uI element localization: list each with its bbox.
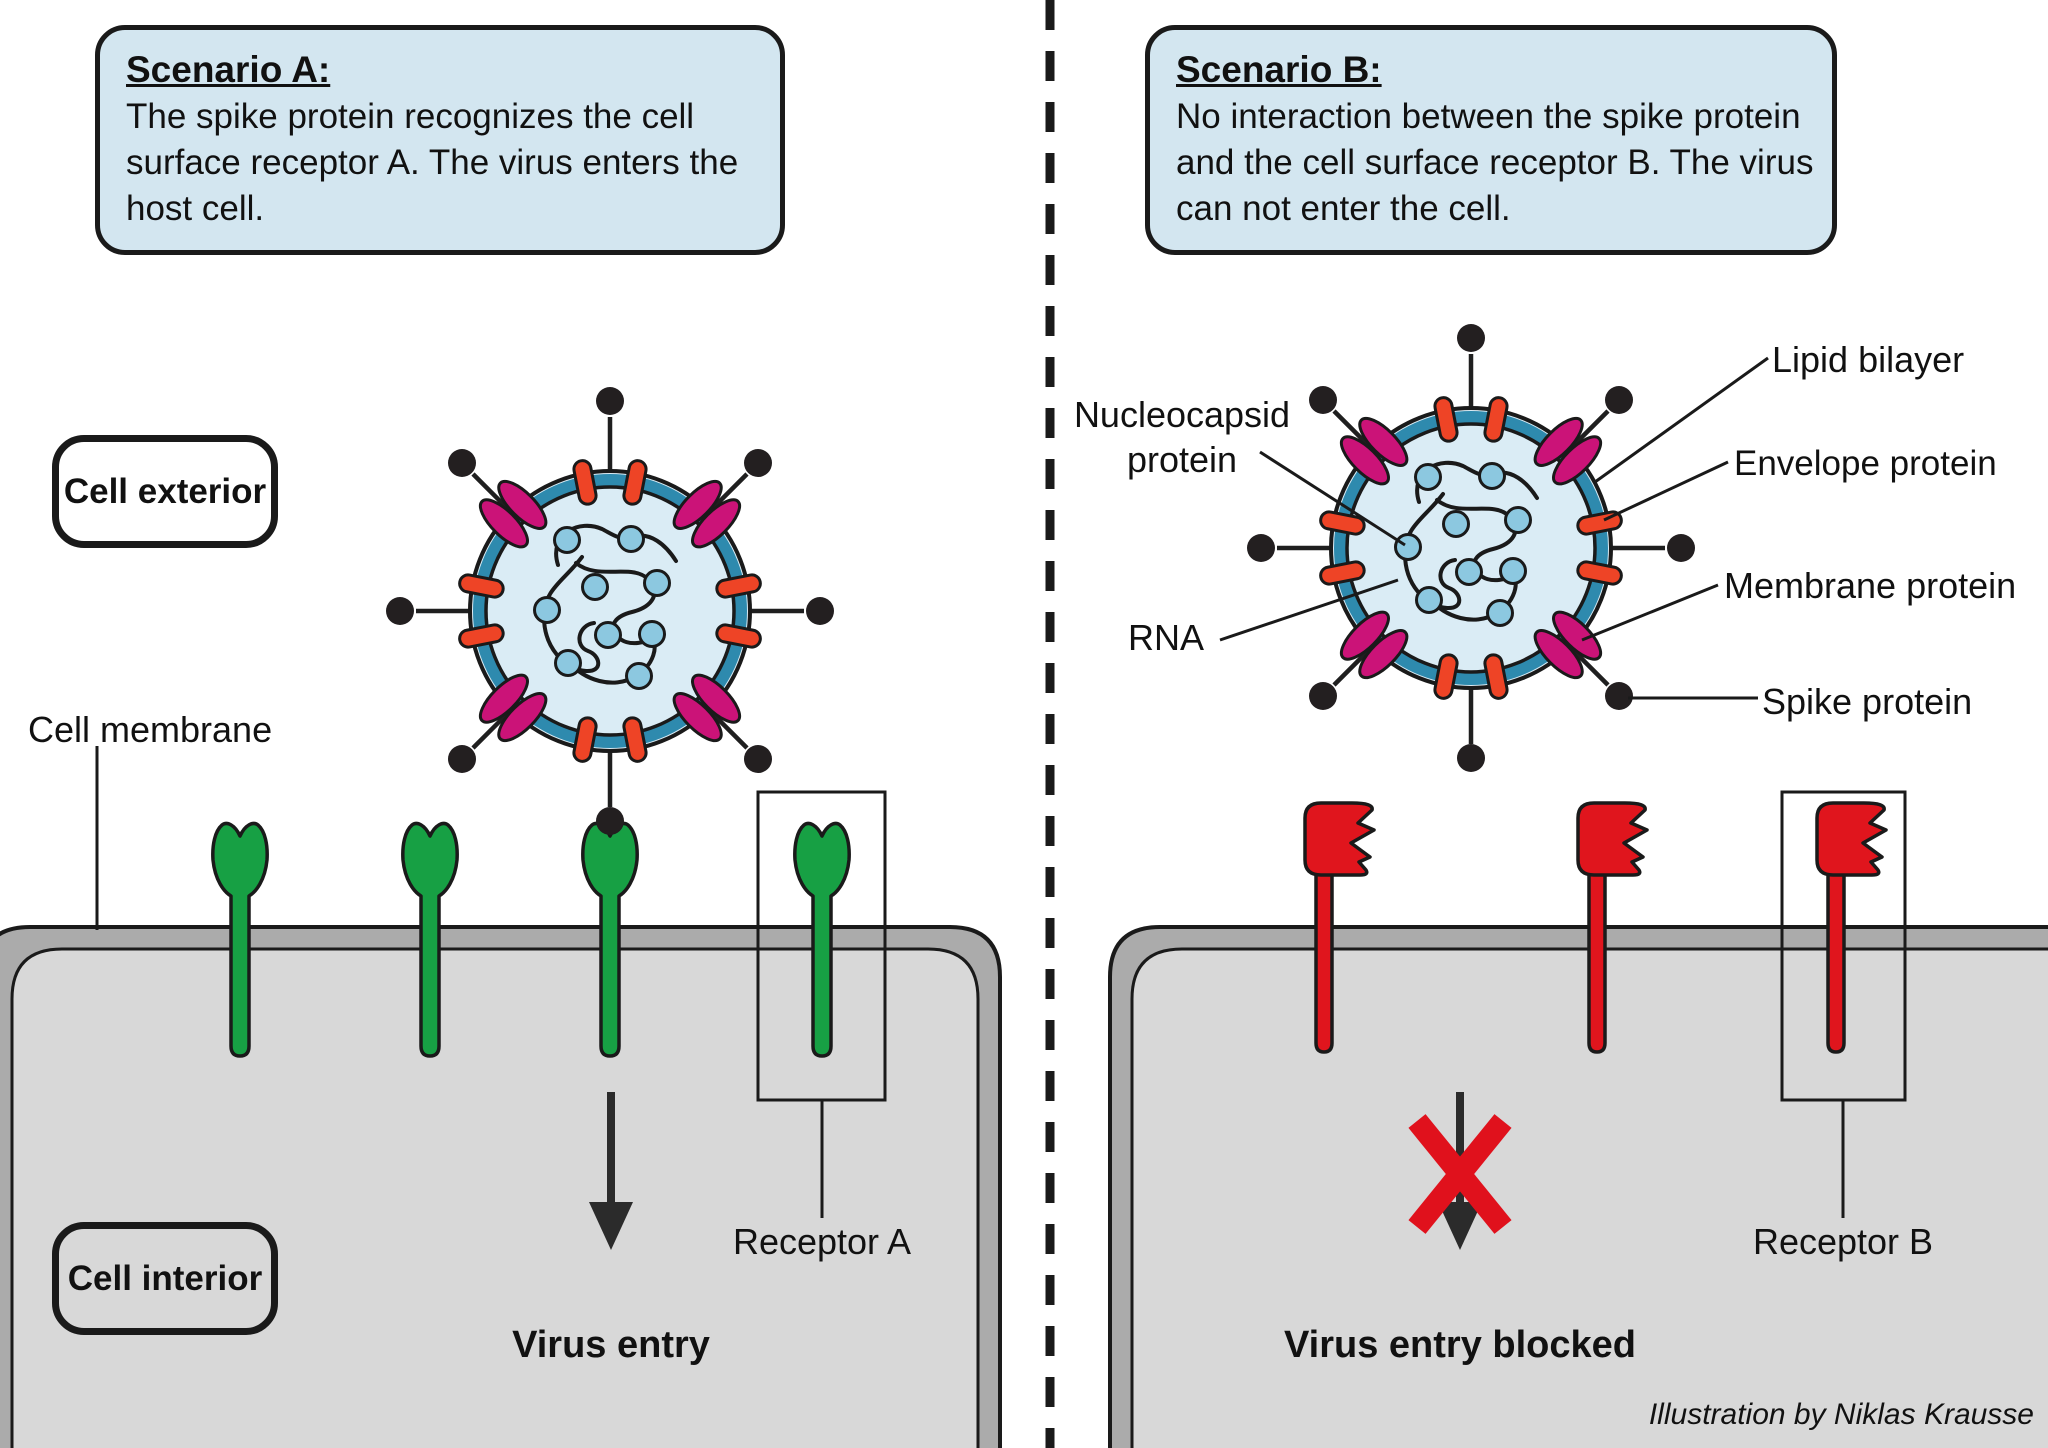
rna-leader-line	[1219, 578, 1399, 642]
membrane-protein-leader-line	[1581, 583, 1719, 642]
spike-protein-label: Spike protein	[1762, 681, 1973, 722]
receptor-b-label: Receptor B	[1752, 1221, 1934, 1262]
virus-entry-blocked-label: Virus entry blocked	[1284, 1324, 1636, 1366]
virus-entry-blocked-arrow	[1408, 1092, 1512, 1250]
virus-entry-label: Virus entry	[512, 1324, 710, 1366]
cell-exterior-badge: Cell exterior	[52, 435, 278, 548]
membrane-protein-label: Membrane protein	[1724, 565, 2017, 606]
cell-membrane-label: Cell membrane	[28, 709, 273, 750]
envelope-protein-leader-line	[1603, 460, 1729, 522]
illustration-credit: Illustration by Niklas Krausse	[1648, 1398, 2034, 1431]
scenario-b-title: Scenario B:	[1176, 49, 1382, 90]
lipid-bilayer-label: Lipid bilayer	[1772, 339, 1965, 380]
cell-interior-b	[1130, 947, 2048, 1448]
blocked-x-icon	[1408, 1114, 1512, 1234]
cell-exterior-label: Cell exterior	[63, 471, 267, 511]
virus-particle-a	[386, 387, 834, 835]
scenario-b-box: Scenario B: No interaction between the s…	[1145, 25, 1837, 255]
virus-entry-arrow	[589, 1092, 633, 1250]
cell-interior-label: Cell interior	[67, 1258, 263, 1298]
scenario-b-body: No interaction between the spike protein…	[1176, 97, 1814, 228]
rna-label: RNA	[1128, 617, 1205, 658]
scenario-a-body: The spike protein recognizes the cell su…	[126, 97, 739, 228]
nucleocapsid-leader-line	[1259, 450, 1406, 547]
scenario-a-box: Scenario A: The spike protein recognizes…	[95, 25, 785, 255]
receptor-a-label: Receptor A	[732, 1221, 912, 1262]
host-cell-a	[0, 925, 1002, 1448]
host-cell-b	[1108, 925, 2048, 1448]
virus-label-leader-lines	[1219, 356, 1769, 700]
envelope-protein-label: Envelope protein	[1734, 444, 1997, 483]
cell-interior-badge: Cell interior	[52, 1222, 278, 1335]
virus-particle-b	[1247, 324, 1695, 772]
scenario-a-title: Scenario A:	[126, 49, 331, 90]
lipid-bilayer-leader-line	[1594, 356, 1769, 484]
nucleocapsid-protein-label: Nucleocapsid protein	[1073, 394, 1291, 480]
cell-interior-a	[10, 947, 980, 1448]
